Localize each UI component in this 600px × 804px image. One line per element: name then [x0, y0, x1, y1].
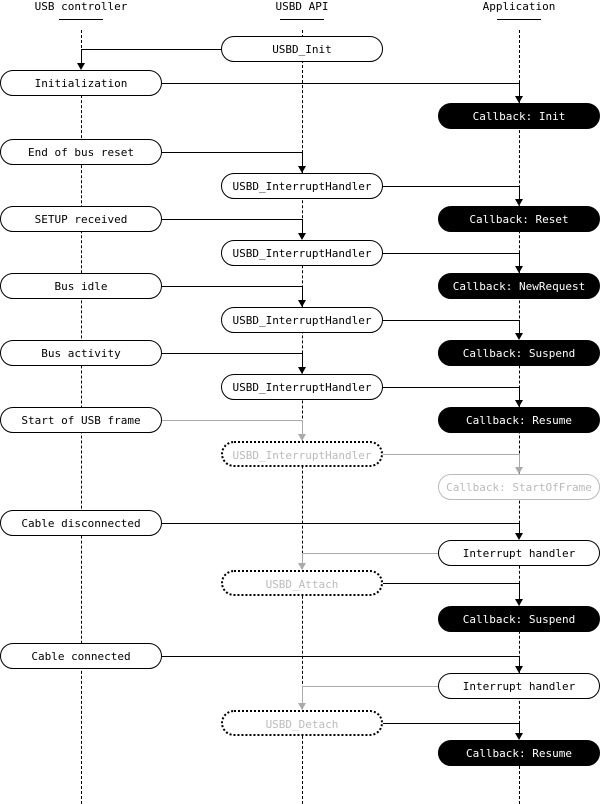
connector-h-c05: [162, 219, 302, 220]
connector-arrow-c18: [515, 733, 523, 740]
connector-arrow-c14: [298, 563, 306, 570]
connector-v-c01: [81, 49, 82, 63]
message-box-interrupt-handler-6: Interrupt handler: [438, 540, 600, 566]
connector-arrow-c03: [298, 166, 306, 173]
connector-v-c06: [519, 253, 520, 266]
connector-h-c06: [383, 253, 519, 254]
message-box-cable-connected: Cable connected: [0, 643, 162, 669]
connector-h-c17: [302, 686, 438, 687]
message-box-callback-newrequest: Callback: NewRequest: [438, 273, 600, 299]
connector-h-c15: [383, 583, 519, 584]
message-box-callback-resume-2: Callback: Resume: [438, 740, 600, 766]
connector-v-c04: [519, 186, 520, 199]
message-box-start-of-usb-frame: Start of USB frame: [0, 407, 162, 433]
message-box-interrupt-handler-4: USBD_InterruptHandler: [221, 374, 383, 400]
connector-v-c07: [302, 286, 303, 300]
message-box-callback-reset: Callback: Reset: [438, 206, 600, 232]
connector-arrow-c06: [515, 266, 523, 273]
connector-v-c12: [519, 454, 520, 467]
lifeline-header-application: Application: [482, 0, 556, 13]
connector-v-c08: [519, 320, 520, 333]
connector-arrow-c05: [298, 233, 306, 240]
message-box-usbd-detach: USBD_Detach: [221, 710, 383, 736]
message-box-interrupt-handler-2: USBD_InterruptHandler: [221, 240, 383, 266]
connector-v-c10: [519, 387, 520, 400]
connector-v-c05: [302, 219, 303, 233]
connector-h-c13: [162, 523, 519, 524]
connector-h-c08: [383, 320, 519, 321]
connector-arrow-c11: [298, 434, 306, 441]
connector-arrow-c02: [515, 96, 523, 103]
message-box-setup-received: SETUP received: [0, 206, 162, 232]
lifeline-tick-usb-controller: [59, 19, 103, 20]
connector-arrow-c08: [515, 333, 523, 340]
connector-v-c03: [302, 152, 303, 166]
connector-h-c16: [162, 656, 519, 657]
connector-h-c11: [162, 420, 302, 421]
connector-arrow-c10: [515, 400, 523, 407]
connector-v-c18: [519, 723, 520, 733]
connector-h-c10: [383, 387, 519, 388]
lifeline-header-usb-controller: USB controller: [34, 0, 128, 13]
connector-arrow-c07: [298, 300, 306, 307]
connector-arrow-c16: [515, 666, 523, 673]
connector-v-c09: [302, 353, 303, 367]
connector-h-c04: [383, 186, 519, 187]
connector-h-c07: [162, 286, 302, 287]
connector-h-c01: [81, 49, 221, 50]
connector-v-c16: [519, 656, 520, 666]
message-box-interrupt-handler-3: USBD_InterruptHandler: [221, 307, 383, 333]
lifeline-header-usbd-api: USBD API: [275, 0, 329, 13]
message-box-interrupt-handler-1: USBD_InterruptHandler: [221, 173, 383, 199]
connector-v-c15: [519, 583, 520, 599]
connector-v-c02: [519, 83, 520, 96]
message-box-bus-activity: Bus activity: [0, 340, 162, 366]
connector-h-c09: [162, 353, 302, 354]
connector-h-c03: [162, 152, 302, 153]
message-box-bus-idle: Bus idle: [0, 273, 162, 299]
connector-arrow-c15: [515, 599, 523, 606]
lifeline-usbd-api: [302, 30, 303, 804]
connector-h-c14: [302, 553, 438, 554]
connector-v-c13: [519, 523, 520, 533]
message-box-callback-resume-1: Callback: Resume: [438, 407, 600, 433]
message-box-usbd-attach: USBD_Attach: [221, 570, 383, 596]
connector-v-c17: [302, 686, 303, 703]
message-box-cable-disconnected: Cable disconnected: [0, 510, 162, 536]
connector-h-c02: [162, 83, 519, 84]
message-box-callback-startofframe: Callback: StartOfFrame: [438, 474, 600, 500]
message-box-interrupt-handler-5: USBD_InterruptHandler: [221, 441, 383, 467]
connector-v-c11: [302, 420, 303, 434]
connector-arrow-c17: [298, 703, 306, 710]
message-box-callback-suspend-2: Callback: Suspend: [438, 606, 600, 632]
connector-h-c12: [383, 454, 519, 455]
connector-arrow-c13: [515, 533, 523, 540]
lifeline-tick-usbd-api: [280, 19, 324, 20]
connector-arrow-c12: [515, 467, 523, 474]
message-box-callback-suspend-1: Callback: Suspend: [438, 340, 600, 366]
message-box-initialization: Initialization: [0, 70, 162, 96]
connector-arrow-c04: [515, 199, 523, 206]
connector-v-c14: [302, 553, 303, 563]
connector-arrow-c09: [298, 367, 306, 374]
message-box-usbd-init: USBD_Init: [221, 36, 383, 62]
connector-h-c18: [383, 723, 519, 724]
lifeline-tick-application: [497, 19, 541, 20]
message-box-end-of-bus-reset: End of bus reset: [0, 139, 162, 165]
message-box-interrupt-handler-7: Interrupt handler: [438, 673, 600, 699]
connector-arrow-c01: [77, 63, 85, 70]
message-box-callback-init: Callback: Init: [438, 103, 600, 129]
